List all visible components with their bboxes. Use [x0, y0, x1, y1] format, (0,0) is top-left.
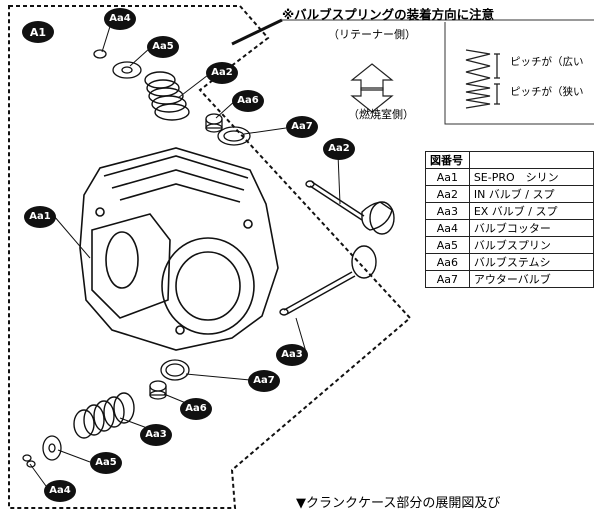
- tag-aa5-top: Aa5: [147, 36, 179, 58]
- table-row: Aa3 EX バルブ / スプ: [425, 202, 594, 220]
- valve-in: [305, 180, 395, 235]
- table-row: Aa7 アウターバルブ: [425, 270, 594, 288]
- parts-table: 図番号 Aa1 SE-PRO シリン Aa2 IN バルブ / スプ Aa3 E…: [425, 151, 594, 288]
- part-number: Aa4: [425, 219, 470, 237]
- stem-seal-top: [205, 113, 223, 133]
- keeper-top: [93, 49, 107, 59]
- part-number: Aa3: [425, 202, 470, 220]
- note-chamber-side: （燃焼室側）: [348, 108, 414, 121]
- table-row: Aa6 バルブステムシ: [425, 253, 594, 271]
- part-name: バルブステムシ: [468, 253, 594, 271]
- pitch-wide-label: ピッチが（広い: [510, 56, 584, 68]
- keeper-bottom: [22, 454, 36, 468]
- table-header-row: 図番号: [425, 151, 594, 169]
- part-name: IN バルブ / スプ: [468, 185, 594, 203]
- tag-aa4-bottom: Aa4: [44, 480, 76, 502]
- tag-aa7-bottom: Aa7: [248, 370, 280, 392]
- part-number: Aa7: [425, 270, 470, 288]
- part-name: EX バルブ / スプ: [468, 202, 594, 220]
- table-row: Aa1 SE-PRO シリン: [425, 168, 594, 186]
- part-name: アウターバルブ: [468, 270, 594, 288]
- header-name: [468, 151, 594, 169]
- retainer-top: [112, 61, 142, 79]
- part-name: バルブコッター: [468, 219, 594, 237]
- note-leader: [231, 18, 283, 46]
- table-row: Aa4 バルブコッター: [425, 219, 594, 237]
- direction-arrow: [350, 63, 394, 113]
- note-frame: [282, 19, 594, 125]
- part-number: Aa2: [425, 185, 470, 203]
- tag-aa5-bottom: Aa5: [90, 452, 122, 474]
- tag-aa2-valve: Aa2: [323, 138, 355, 160]
- tag-a1: A1: [22, 21, 54, 43]
- stem-seal-bottom: [149, 380, 167, 400]
- part-name: SE-PRO シリン: [468, 168, 594, 186]
- tag-aa3-spring: Aa3: [140, 424, 172, 446]
- valve-ex: [279, 245, 377, 316]
- tag-aa2-spring: Aa2: [206, 62, 238, 84]
- tag-aa6-bottom: Aa6: [180, 398, 212, 420]
- spring-top: [144, 71, 190, 121]
- note-title: ※バルブスプリングの装着方向に注意: [282, 7, 495, 22]
- washer-top: [217, 126, 251, 146]
- part-number: Aa6: [425, 253, 470, 271]
- tag-aa6-top: Aa6: [232, 90, 264, 112]
- part-number: Aa5: [425, 236, 470, 254]
- group-outline: [8, 5, 412, 509]
- table-row: Aa5 バルブスプリン: [425, 236, 594, 254]
- section-footer-caption: ▼クランクケース部分の展開図及び: [296, 496, 501, 511]
- header-number: 図番号: [425, 151, 470, 169]
- washer-bottom: [160, 359, 190, 381]
- tag-aa3-valve: Aa3: [276, 344, 308, 366]
- retainer-bottom: [42, 435, 62, 461]
- spring-diagram: [465, 49, 500, 109]
- part-number: Aa1: [425, 168, 470, 186]
- cylinder-head: [79, 147, 279, 351]
- part-name: バルブスプリン: [468, 236, 594, 254]
- pitch-narrow-label: ピッチが（狭い: [510, 86, 584, 98]
- tag-aa7-top: Aa7: [286, 116, 318, 138]
- tag-aa1: Aa1: [24, 206, 56, 228]
- table-row: Aa2 IN バルブ / スプ: [425, 185, 594, 203]
- tag-aa4-top: Aa4: [104, 8, 136, 30]
- spring-bottom: [73, 392, 135, 439]
- note-retainer-side: （リテーナー側）: [328, 28, 416, 41]
